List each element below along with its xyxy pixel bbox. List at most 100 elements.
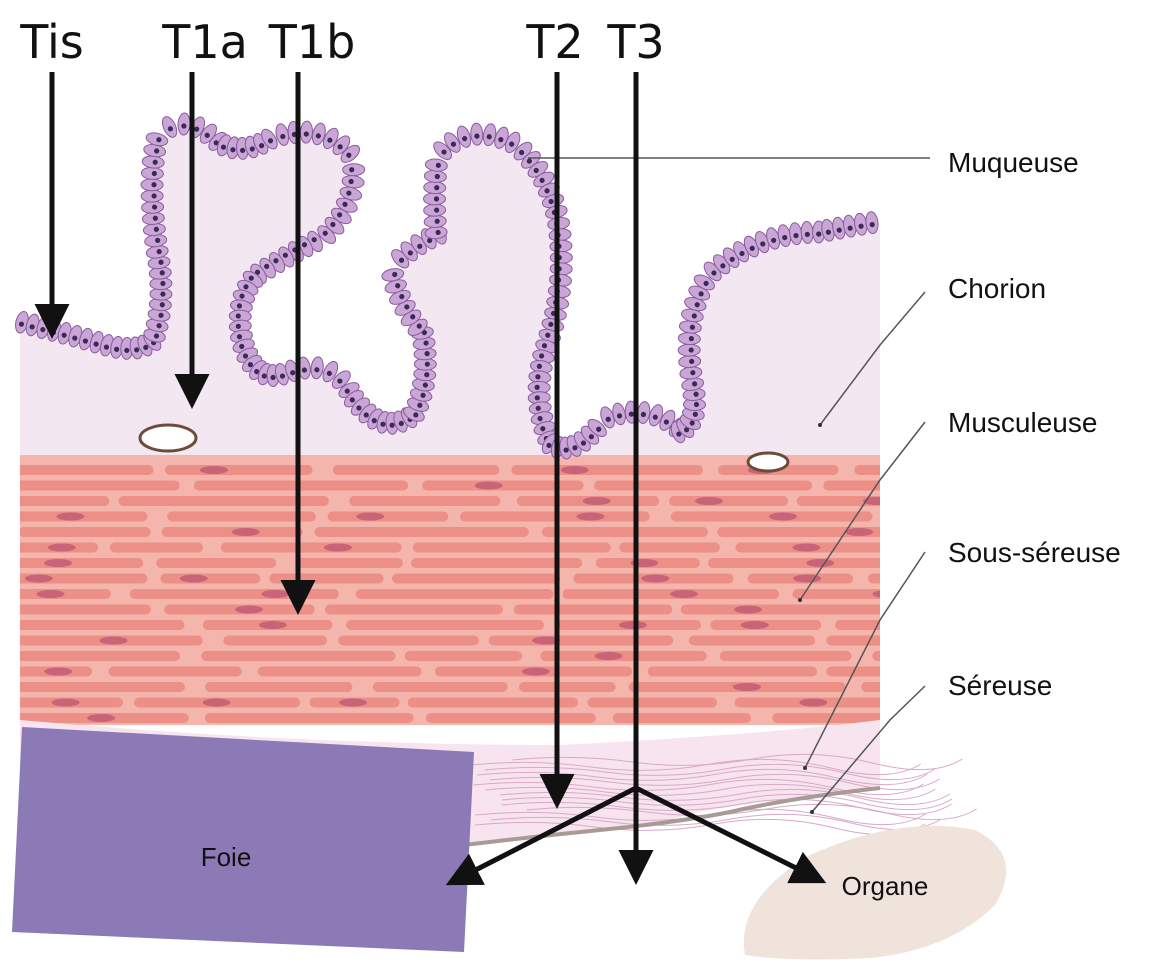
label-chorion: Chorion bbox=[948, 273, 1046, 304]
muscle-nucleus bbox=[25, 575, 53, 583]
muscle-nucleus bbox=[87, 714, 115, 722]
epithelial-cell bbox=[423, 193, 445, 205]
muscle-fiber bbox=[392, 574, 560, 584]
muscle-nucleus bbox=[806, 559, 834, 567]
muscle-nucleus bbox=[955, 575, 983, 583]
muscle-fiber bbox=[861, 682, 958, 692]
epithelial-cell bbox=[470, 123, 483, 146]
muscle-fiber bbox=[9, 620, 184, 630]
epithelial-cell bbox=[424, 181, 446, 194]
muscle-fiber bbox=[356, 589, 554, 599]
stage-label-tis: Tis bbox=[19, 15, 83, 69]
muscle-fiber bbox=[328, 512, 449, 522]
muscle-fiber bbox=[110, 543, 203, 553]
muscle-fiber bbox=[346, 620, 544, 630]
epithelial-cell bbox=[310, 356, 325, 379]
epithelial-cell bbox=[141, 201, 164, 214]
muscle-fiber bbox=[772, 713, 939, 723]
epithelial-cell bbox=[300, 121, 313, 144]
liver-shape bbox=[12, 727, 474, 952]
muscle-nucleus bbox=[561, 466, 589, 474]
stage-label-t1b: T1b bbox=[268, 15, 356, 69]
muscle-nucleus bbox=[37, 590, 65, 598]
muscle-nucleus bbox=[44, 559, 72, 567]
muscle-fiber bbox=[514, 605, 673, 615]
muscle-nucleus bbox=[44, 668, 72, 676]
vessel bbox=[140, 425, 196, 451]
muscle-fiber bbox=[717, 527, 936, 537]
stage-labels: Tis T1a T1b T2 T3 bbox=[19, 15, 664, 69]
stage-label-t3: T3 bbox=[606, 15, 664, 69]
muscle-fiber bbox=[872, 651, 1043, 661]
muscle-fiber bbox=[156, 558, 276, 568]
muscle-fiber bbox=[519, 682, 616, 692]
epithelial-cell bbox=[550, 262, 572, 275]
layer-labels: Muqueuse Chorion Musculeuse Sous-séreuse… bbox=[948, 147, 1121, 701]
muscle-nucleus bbox=[576, 513, 604, 521]
epithelial-cell bbox=[341, 174, 364, 189]
muscle-nucleus bbox=[695, 497, 723, 505]
epithelial-cell bbox=[425, 158, 448, 172]
organ-label: Organe bbox=[842, 871, 929, 901]
epithelial-cell bbox=[865, 211, 880, 234]
muscle-fiber bbox=[0, 605, 151, 615]
muscle-fiber bbox=[826, 636, 1011, 646]
epithelial-cell bbox=[141, 167, 164, 180]
muscle-nucleus bbox=[475, 482, 503, 490]
muscle-nucleus bbox=[356, 513, 384, 521]
muscle-fiber bbox=[708, 558, 896, 568]
muscle-nucleus bbox=[235, 606, 263, 614]
muscle-fiber bbox=[295, 558, 403, 568]
muscle-nucleus bbox=[180, 575, 208, 583]
stage-label-t2: T2 bbox=[525, 15, 583, 69]
muscle-fiber bbox=[194, 481, 408, 491]
muscle-nucleus bbox=[641, 575, 669, 583]
muscle-fiber bbox=[511, 465, 703, 475]
muscle-fiber bbox=[594, 481, 812, 491]
muscle-fiber bbox=[734, 698, 949, 708]
muscle-nucleus bbox=[845, 528, 873, 536]
muscle-nucleus bbox=[583, 497, 611, 505]
muscle-fiber bbox=[315, 527, 529, 537]
epithelial-cell bbox=[678, 355, 701, 369]
muscle-nucleus bbox=[619, 621, 647, 629]
muscle-nucleus bbox=[522, 668, 550, 676]
muscle-fiber bbox=[349, 496, 500, 506]
muscle-nucleus bbox=[200, 466, 228, 474]
epithelial-cell bbox=[423, 204, 445, 217]
muscle-fiber bbox=[19, 527, 151, 537]
liver-label: Foie bbox=[201, 842, 252, 872]
muscle-fiber bbox=[868, 574, 1076, 584]
muscle-fiber bbox=[223, 636, 327, 646]
muscle-nucleus bbox=[203, 699, 231, 707]
muscle-fiber bbox=[333, 465, 500, 475]
epithelial-cell bbox=[678, 344, 700, 356]
muscle-fiber bbox=[130, 589, 339, 599]
muscle-fiber bbox=[373, 682, 508, 692]
muscle-nucleus bbox=[799, 699, 827, 707]
muscle-fiber bbox=[0, 465, 153, 475]
muscle-nucleus bbox=[882, 683, 910, 691]
muscle-fiber bbox=[0, 574, 147, 584]
muscle-fiber bbox=[269, 574, 383, 584]
leader-dot bbox=[798, 598, 802, 602]
label-muqueuse: Muqueuse bbox=[948, 147, 1079, 178]
muscle-nucleus bbox=[733, 683, 761, 691]
muscle-fiber bbox=[793, 589, 981, 599]
muscle-nucleus bbox=[741, 621, 769, 629]
muscle-fiber bbox=[681, 605, 896, 615]
epithelial-cell bbox=[550, 251, 572, 263]
muscle-nucleus bbox=[52, 699, 80, 707]
epithelial-cell bbox=[141, 190, 163, 203]
muscle-nucleus bbox=[873, 590, 901, 598]
epithelial-cell bbox=[800, 221, 813, 244]
epithelial-cell bbox=[343, 164, 365, 176]
epithelial-cell bbox=[177, 113, 190, 136]
muscle-fiber bbox=[413, 543, 611, 553]
vessel bbox=[748, 453, 788, 471]
muscle-nucleus bbox=[259, 621, 287, 629]
muscle-fiber bbox=[405, 651, 522, 661]
epithelial-cell bbox=[424, 215, 447, 228]
muscle-fiber bbox=[426, 713, 596, 723]
